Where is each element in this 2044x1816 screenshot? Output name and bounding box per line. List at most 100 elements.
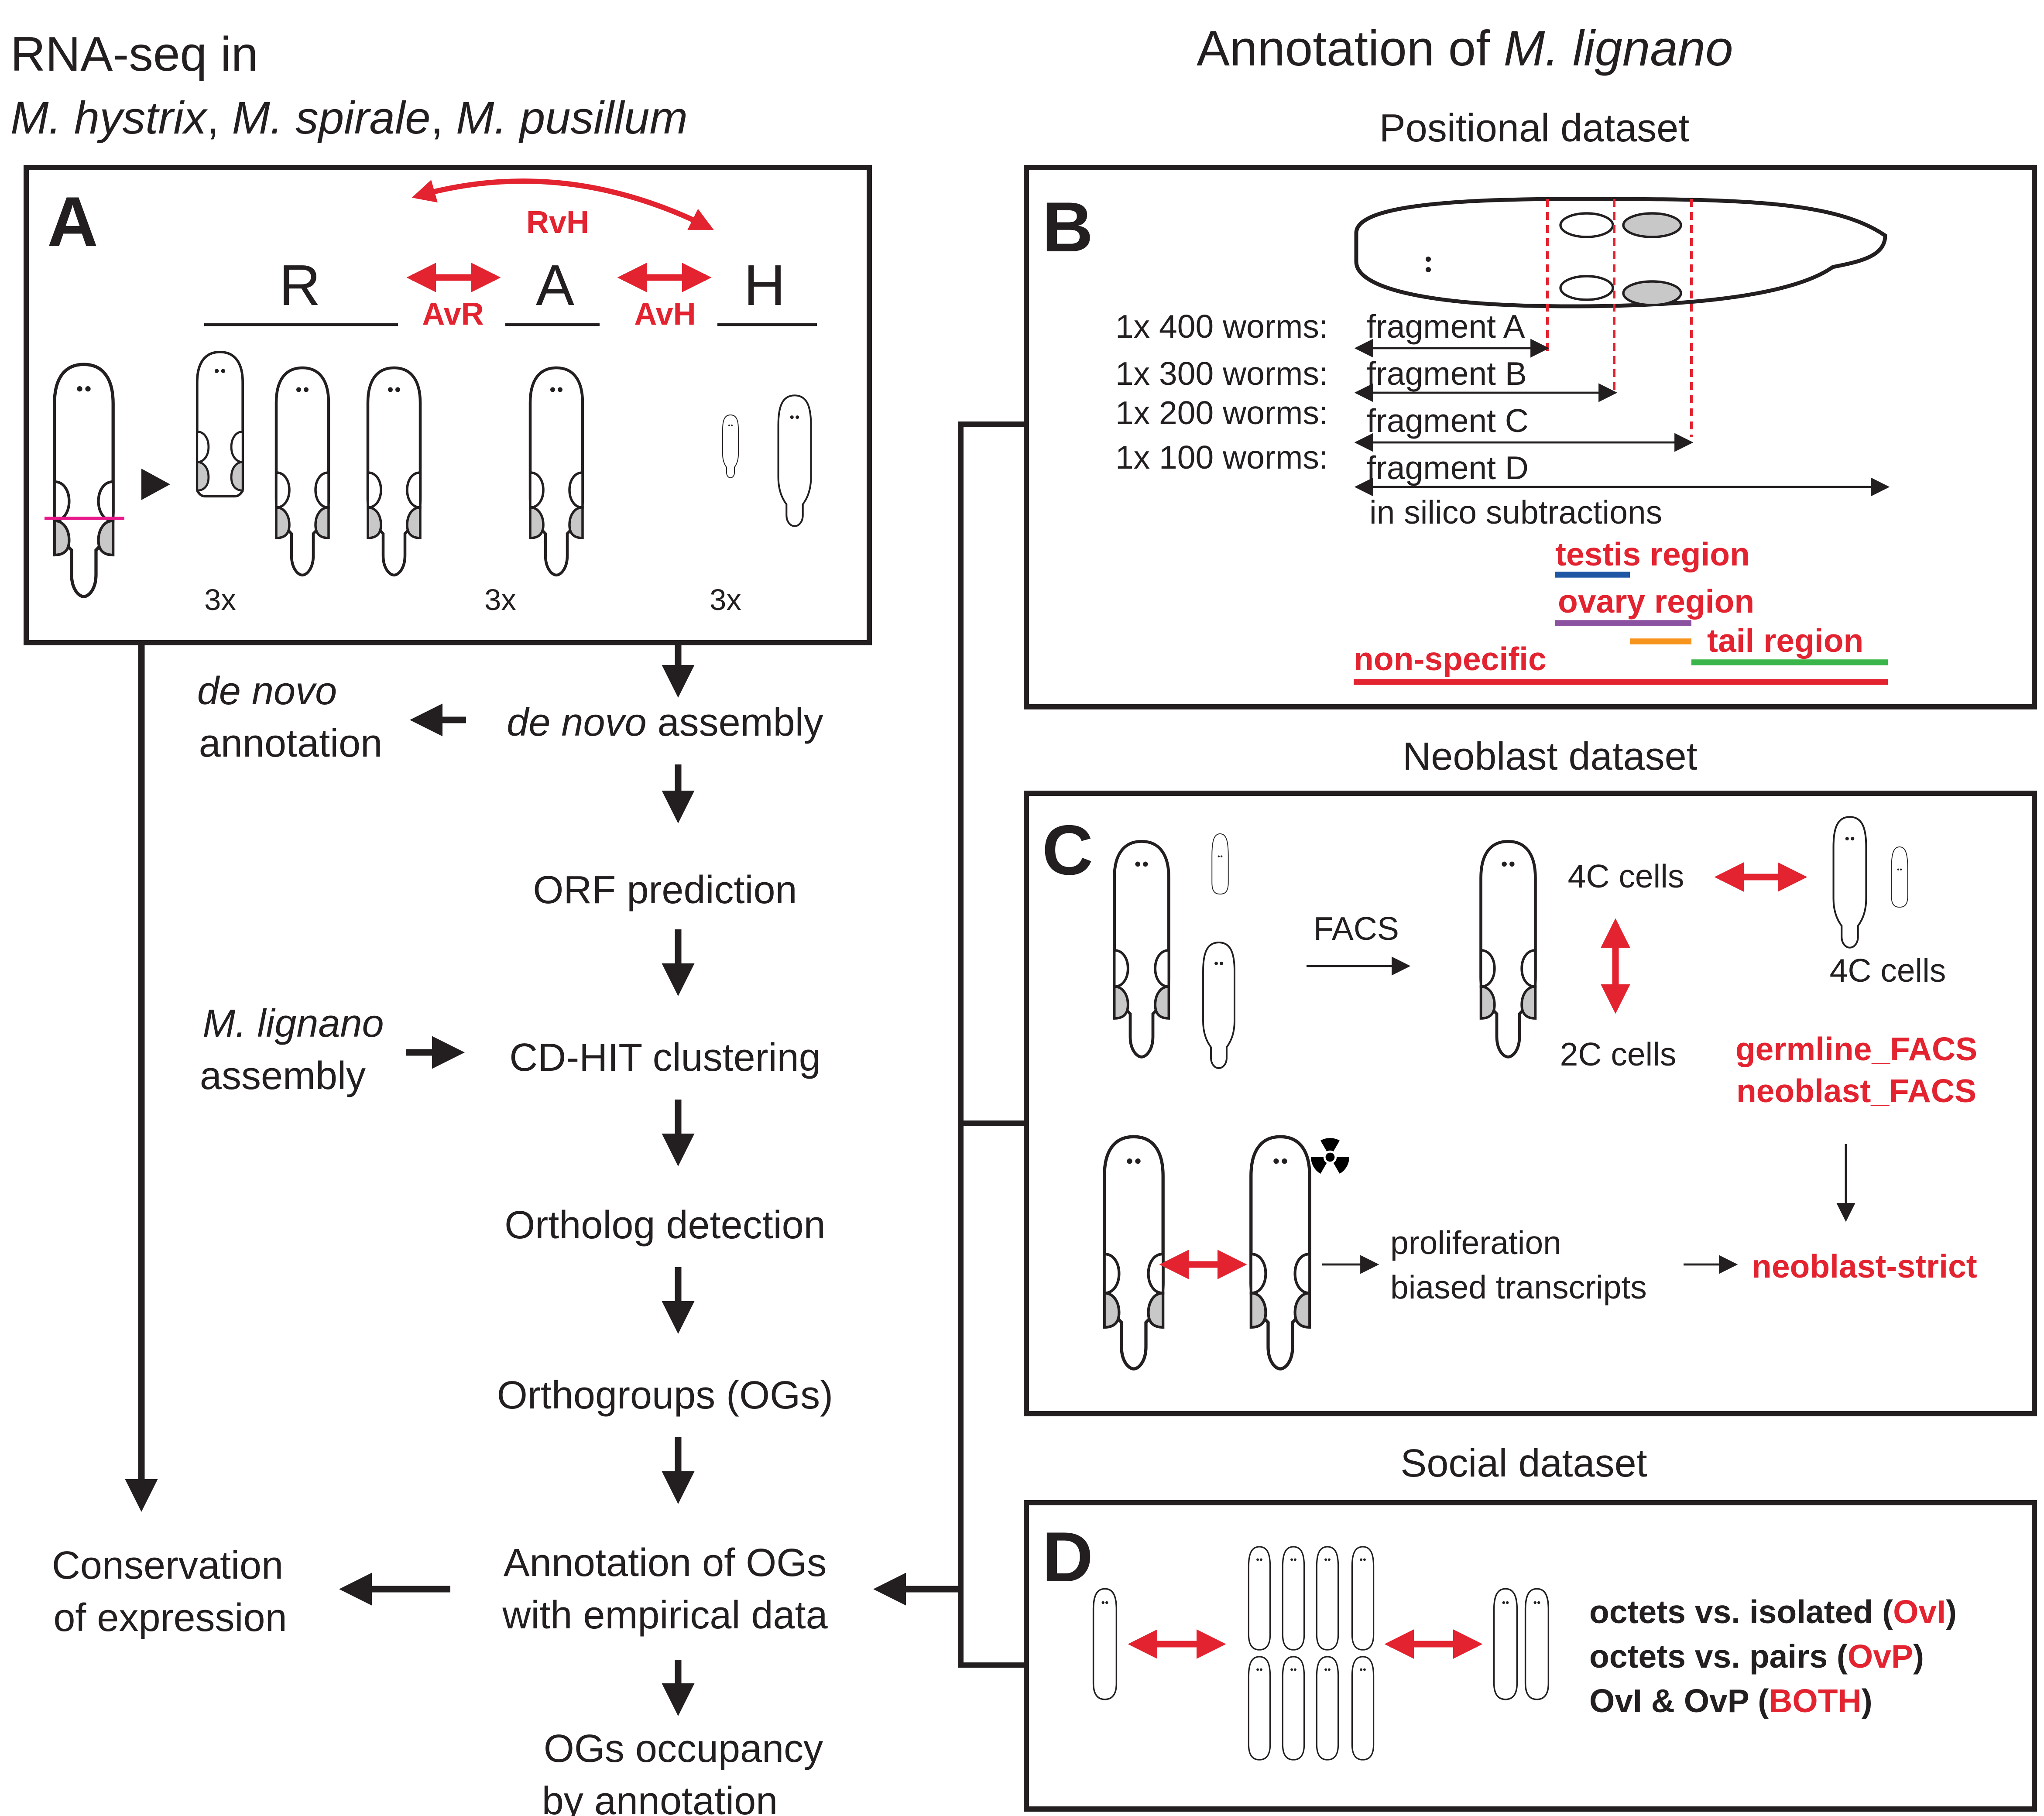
avh-label: AvH [634, 297, 696, 332]
worm-icon [1890, 846, 1909, 908]
fragment-label: fragment D [1367, 449, 1529, 486]
pipeline-ortholog-detection: Ortholog detection [504, 1203, 825, 1247]
pipeline-occupancy-line2: by annotation [542, 1779, 778, 1816]
tail-region-label: tail region [1707, 622, 1863, 659]
group-label-h: H [744, 253, 785, 317]
rvh-label: RvH [526, 205, 589, 240]
panel-b-box [1024, 165, 2037, 709]
worm-icon [1834, 817, 1866, 948]
octet-worm-icon [1316, 1546, 1339, 1651]
cells-2c-label: 2C cells [1560, 1036, 1677, 1072]
worm-icon [1104, 1137, 1163, 1369]
isolated-worm-icon [1092, 1588, 1118, 1700]
hatchling-worm-icon-1 [722, 414, 739, 479]
testis-region-label: testis region [1555, 536, 1750, 572]
testis-icon [1559, 275, 1614, 301]
cells-4c-label: 4C cells [1568, 858, 1684, 894]
pipeline-orf-prediction: ORF prediction [533, 868, 797, 912]
replicate-count-r: 3x [204, 583, 236, 617]
radiation-icon [1309, 1138, 1351, 1175]
worm-icon [1212, 834, 1228, 894]
worm-icon [1481, 841, 1536, 1057]
group-label-a: A [536, 253, 574, 317]
pipeline-arrows [125, 644, 695, 1716]
adult-worm-icon [530, 368, 583, 575]
intact-worm-icon [55, 364, 113, 596]
pipeline-conservation-line1: Conservation [52, 1544, 283, 1587]
octet-worm-icon [1316, 1656, 1339, 1761]
replicate-count-a: 3x [484, 583, 516, 617]
pipeline-assembly: de novo assembly [507, 701, 823, 744]
regenerate-worm-icon-2 [276, 368, 329, 575]
ovary-region-label: ovary region [1558, 583, 1754, 620]
left-header-species: M. hystrix, M. spirale, M. pusillum [10, 93, 688, 144]
proliferation-label-1: proliferation [1390, 1224, 1561, 1261]
panel-d-title: Social dataset [1400, 1442, 1647, 1485]
pipeline-orthogroups: Orthogroups (OGs) [497, 1374, 833, 1417]
pair-worm-icon [1493, 1588, 1518, 1700]
panel-c-letter: C [1042, 811, 1093, 890]
fragment-label: fragment A [1367, 308, 1525, 345]
pipeline-lignano-assembly: assembly [200, 1054, 366, 1098]
pipeline-conservation-line2: of expression [53, 1596, 287, 1640]
right-header: Annotation of M. lignano [1197, 21, 1733, 76]
octet-worm-icon [1248, 1546, 1271, 1651]
pipeline: de novo assembly de novo annotation ORF … [52, 669, 833, 1816]
octet-worm-icon [1351, 1546, 1375, 1651]
subtractions-label: in silico subtractions [1369, 494, 1662, 531]
fragment-label: fragment B [1367, 355, 1527, 392]
facs-label: FACS [1314, 910, 1399, 947]
pipeline-cdhit: CD-HIT clustering [509, 1036, 821, 1079]
ovary-icon [1622, 212, 1682, 238]
panel-d-box [1024, 1500, 2037, 1812]
ovary-icon [1622, 280, 1682, 306]
panel-c-title: Neoblast dataset [1403, 735, 1697, 778]
panel-b-letter: B [1042, 188, 1093, 267]
pipeline-denovo-annotation: annotation [199, 722, 382, 765]
hatchling-worm-icon-2 [779, 395, 811, 526]
panel-a: A R A H RvH AvR AvH 3x 3x 3x [24, 165, 872, 645]
panel-c: C FACS 4C cells 2C cells 4C cells germli… [1024, 791, 2037, 1416]
fragment-label: fragment C [1367, 402, 1529, 439]
left-header-line1: RNA-seq in [10, 27, 258, 81]
regenerate-worm-icon-3 [368, 368, 420, 575]
pipeline-occupancy-line1: OGs occupancy [544, 1727, 823, 1771]
worm-count-row: 1x 300 worms: [1115, 355, 1328, 392]
avr-label: AvR [422, 297, 484, 332]
panel-b-title: Positional dataset [1379, 106, 1689, 150]
bracket-connector [873, 421, 1026, 1668]
replicate-count-h: 3x [710, 583, 741, 617]
testis-icon [1559, 212, 1614, 238]
worm-count-row: 1x 100 worms: [1115, 439, 1328, 476]
pipeline-annotation-line2: with empirical data [502, 1593, 828, 1637]
panel-d-letter: D [1042, 1518, 1093, 1597]
rvh-arrow [412, 178, 714, 230]
panel-a-letter: A [47, 182, 98, 261]
neoblast-facs-label: neoblast_FACS [1736, 1072, 1976, 1109]
nonspecific-label: non-specific [1354, 641, 1547, 677]
pair-worm-icon [1524, 1588, 1550, 1700]
both-label: OvI & OvP (BOTH) [1589, 1682, 1873, 1719]
octet-worm-icon [1282, 1656, 1305, 1761]
regenerate-worm-icon-1 [197, 352, 243, 497]
panel-a-box [24, 165, 872, 645]
group-label-r: R [279, 253, 320, 317]
germline-facs-label: germline_FACS [1735, 1031, 1977, 1067]
worm-count-row: 1x 400 worms: [1115, 308, 1328, 345]
octet-worm-icon [1351, 1656, 1375, 1761]
octet-worm-icon [1248, 1656, 1271, 1761]
pipeline-lignano-italic: M. lignano [202, 1002, 384, 1045]
cells-4c-label-b: 4C cells [1830, 952, 1946, 989]
ovp-label: octets vs. pairs (OvP) [1589, 1638, 1924, 1675]
panel-c-box [1024, 791, 2037, 1416]
amputation-arrow-icon [141, 469, 170, 500]
proliferation-label-2: biased transcripts [1390, 1269, 1647, 1305]
panel-b: B 1x 400 worms: 1x 300 worms: 1x 200 wor… [1024, 165, 2037, 709]
worm-count-row: 1x 200 worms: [1115, 394, 1328, 431]
neoblast-strict-label: neoblast-strict [1752, 1248, 1977, 1285]
worm-icon [1115, 841, 1169, 1057]
worm-icon [1251, 1137, 1310, 1369]
worm-icon [1203, 942, 1235, 1068]
ovi-label: octets vs. isolated (OvI) [1589, 1593, 1957, 1630]
